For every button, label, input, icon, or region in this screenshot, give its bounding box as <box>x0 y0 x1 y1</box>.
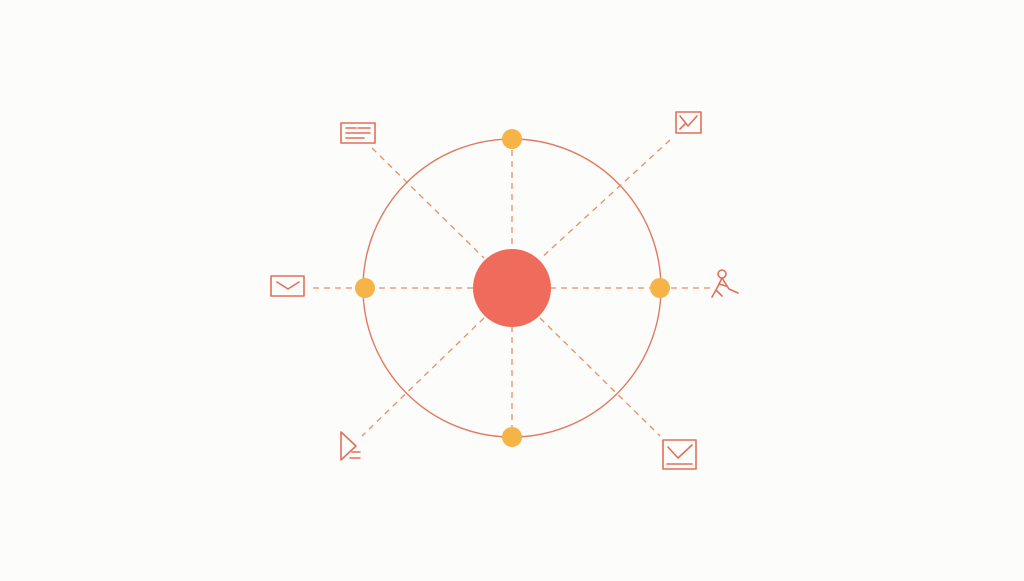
spoke-lower-left <box>361 317 485 437</box>
send-icon <box>340 431 361 461</box>
envelope-icon <box>270 275 305 297</box>
document-lines-icon <box>340 122 376 144</box>
mail-icon <box>675 111 702 134</box>
spoke-icons <box>270 111 739 470</box>
ring-node-bottom <box>502 427 522 447</box>
spoke-upper-right <box>539 139 671 260</box>
ring-node-right <box>650 278 670 298</box>
ring-node-left <box>355 278 375 298</box>
person-icon <box>711 269 739 298</box>
spoke-lines <box>313 139 710 437</box>
hub-node <box>473 249 551 327</box>
spoke-upper-left <box>371 147 485 259</box>
checkbox-icon <box>662 439 697 470</box>
ring-nodes <box>355 129 670 447</box>
ring-node-top <box>502 129 522 149</box>
spoke-lower-right <box>539 317 661 437</box>
